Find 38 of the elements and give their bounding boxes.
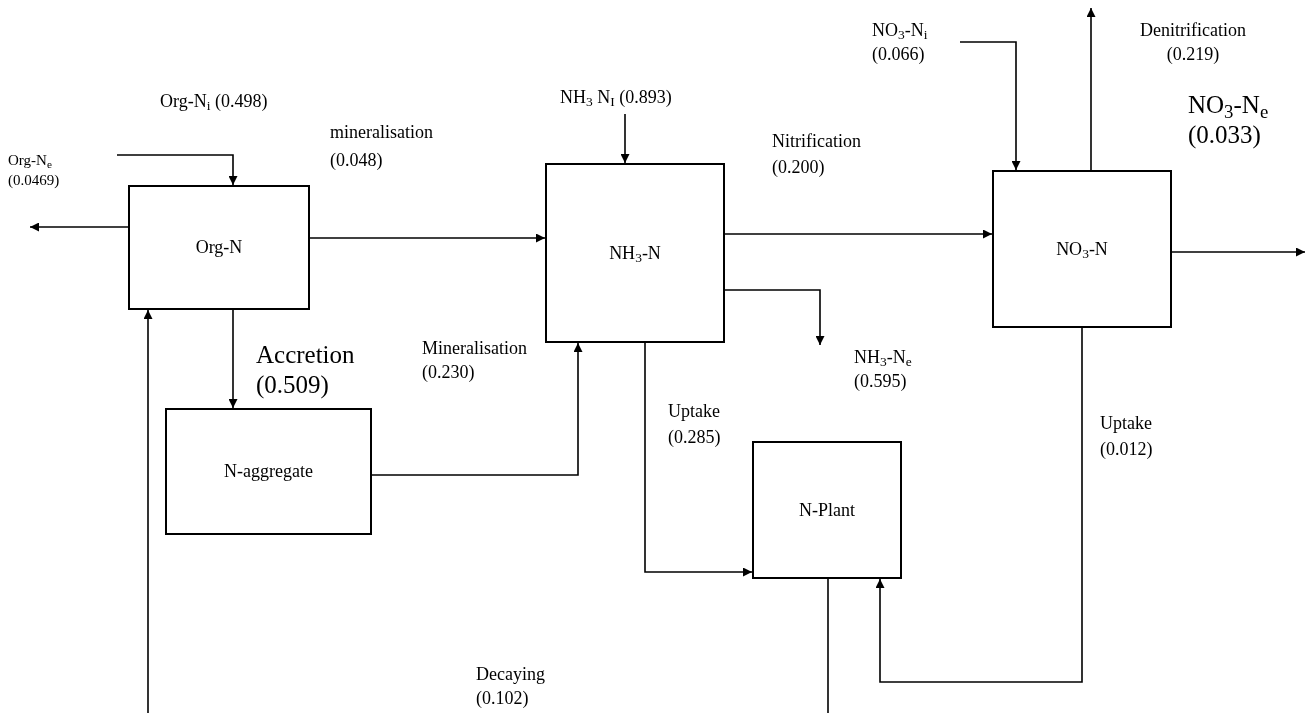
arrow — [1171, 247, 1306, 257]
arrow — [875, 327, 1083, 683]
arrow — [309, 233, 546, 243]
arrow — [29, 222, 129, 232]
box-label: N-Plant — [799, 498, 855, 522]
arrow — [143, 309, 153, 713]
arrow — [724, 229, 993, 239]
edge-label: Accretion (0.509) — [256, 340, 356, 400]
edge-label: NH$_{3}$-N$_{e}$ (0.595) — [854, 346, 913, 393]
process-box — [165, 408, 372, 535]
edge-label: mineralisation (0.048) — [330, 121, 434, 172]
arrow — [371, 342, 583, 476]
edge-label: Uptake (0.012) — [1100, 412, 1154, 461]
box-label: Org-N — [195, 236, 243, 259]
edge-label: Nitrification (0.200) — [772, 130, 862, 179]
arrow — [959, 41, 1021, 171]
edge-label: NO$_{3}$-N$_{e}$ (0.033) — [1188, 90, 1270, 150]
process-box — [128, 185, 310, 310]
arrow — [644, 342, 753, 577]
arrow — [620, 113, 630, 164]
process-box — [992, 170, 1172, 328]
edge-label: Denitrification (0.219) — [1139, 19, 1247, 66]
box-label: NH$_{3}$-N — [609, 241, 661, 267]
box-label: NO$_{3}$-N — [1056, 237, 1108, 263]
edge-label: Org-N$_{e}$ (0.0469) — [8, 151, 61, 190]
process-box — [752, 441, 902, 579]
arrow — [1086, 7, 1096, 171]
edge-label: NH$_{3}$ N$_{I}$ (0.893) — [560, 86, 673, 111]
edge-label: Org-N$_{i}$ (0.498) — [160, 90, 269, 115]
arrow — [228, 309, 238, 409]
edge-label: NO$_{3}$-N$_{i}$ (0.066) — [872, 19, 929, 66]
edge-label: Uptake (0.285) — [668, 400, 722, 449]
arrow — [116, 154, 238, 186]
edge-label: Mineralisation (0.230) — [422, 337, 528, 384]
arrow — [724, 289, 825, 346]
box-label: N-aggregate — [224, 460, 313, 483]
process-box — [545, 163, 725, 343]
flow-label: Decaying (0.102) — [476, 663, 546, 710]
